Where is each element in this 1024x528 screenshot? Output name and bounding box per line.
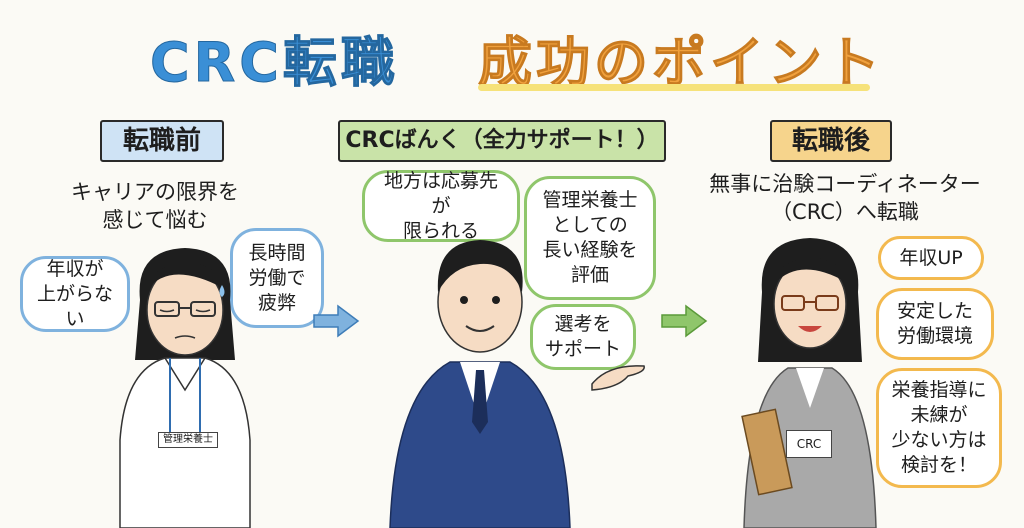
before-caption-line1: キャリアの限界を	[71, 180, 239, 204]
consultant-illustration	[389, 240, 571, 528]
after-caption-line1: 無事に治験コーディネーター	[709, 172, 981, 196]
happy-crc-illustration	[741, 238, 877, 528]
bubble-long-hours-line2: 労働で	[248, 266, 306, 289]
bubble-selection-line2: サポート	[544, 338, 621, 360]
bubble-salary-up-text: 年収UP	[899, 246, 963, 269]
bubble-selection-support: 選考を サポート	[530, 304, 636, 370]
bubble-selection-line1: 選考を	[554, 313, 612, 335]
main-title: CRC転職 成功のポイント	[0, 18, 1024, 95]
bubble-stable-env-line1: 安定した	[896, 300, 973, 322]
bubble-limited-openings-line1: 地方は応募先が	[383, 169, 498, 217]
bubble-salary-low-line1: 年収が	[46, 257, 104, 280]
bubble-stable-env-line2: 労働環境	[896, 325, 973, 347]
title-crc-tenshoku: CRC転職	[150, 31, 399, 95]
label-before: 転職前	[100, 120, 224, 162]
bubble-long-hours-line1: 長時間	[248, 241, 306, 264]
bubble-long-hours-line3: 疲弊	[257, 291, 296, 314]
after-name-badge: CRC	[786, 430, 832, 458]
bubble-consider-note: 栄養指導に 未練が 少ない方は 検討を！	[876, 368, 1002, 488]
arrow-right-icon-1	[313, 304, 360, 338]
bubble-experience-line3: 長い経験を	[542, 239, 638, 261]
bubble-long-hours: 長時間 労働で 疲弊	[230, 228, 324, 328]
bubble-note-line3: 少ない方は	[891, 429, 987, 451]
before-caption: キャリアの限界を 感じて悩む	[40, 178, 270, 234]
label-after: 転職後	[770, 120, 892, 162]
bubble-note-line2: 未練が	[910, 404, 968, 426]
bubble-salary-up: 年収UP	[878, 236, 984, 280]
bubble-limited-openings-line2: 限られる	[402, 219, 479, 242]
bubble-experience-valued: 管理栄養士 としての 長い経験を 評価	[524, 176, 656, 300]
after-caption: 無事に治験コーディネーター （CRC）へ転職	[700, 170, 990, 226]
arrow-right-icon-2	[661, 304, 708, 338]
tired-nurse-illustration	[119, 248, 251, 528]
bubble-salary-low-line2: 上がらない	[36, 282, 113, 330]
title-underline	[478, 84, 870, 91]
bubble-experience-line2: としての	[552, 214, 628, 236]
open-hand-icon	[591, 365, 645, 391]
label-middle: CRCばんく（全力サポート！）	[338, 120, 666, 162]
bubble-experience-line1: 管理栄養士	[542, 189, 638, 211]
bubble-salary-low: 年収が 上がらない	[20, 256, 130, 332]
bubble-limited-openings: 地方は応募先が 限られる	[362, 170, 520, 242]
bubble-note-line1: 栄養指導に	[891, 379, 987, 401]
before-name-badge: 管理栄養士	[158, 432, 218, 448]
bubble-stable-env: 安定した 労働環境	[876, 288, 994, 360]
after-caption-line2: （CRC）へ転職	[771, 200, 919, 224]
bubble-experience-line4: 評価	[570, 264, 609, 286]
title-success-points: 成功のポイント	[478, 31, 884, 95]
bubble-note-line4: 検討を！	[900, 454, 977, 476]
before-caption-line2: 感じて悩む	[102, 208, 208, 232]
